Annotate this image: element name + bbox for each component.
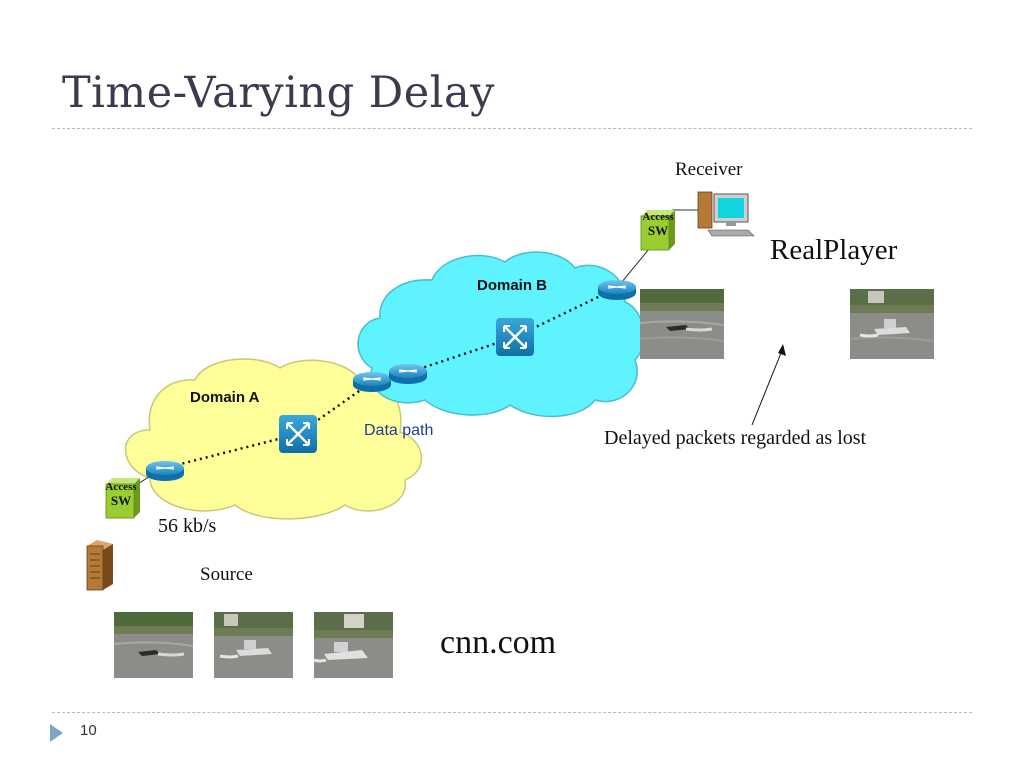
page-number: 10: [80, 722, 97, 739]
video-frame-thumbnail: [314, 612, 393, 678]
realplayer-label: RealPlayer: [770, 234, 898, 266]
router-icon: [146, 461, 184, 481]
workstation-icon: [697, 191, 755, 237]
data-path-label: Data path: [364, 422, 434, 439]
video-frame-thumbnail: [214, 612, 293, 678]
source-label: Source: [200, 564, 253, 585]
title-divider: [52, 128, 972, 129]
access-switch-label: Access SW: [637, 211, 679, 239]
optical-switch-icon: [496, 318, 534, 356]
access-switch-label-line1: Access: [642, 211, 674, 223]
footer-divider: [52, 712, 972, 713]
footer-triangle-icon: [50, 724, 63, 742]
video-frame-thumbnail: [114, 612, 193, 678]
optical-switch-icon: [279, 415, 317, 453]
video-frame-thumbnail: [640, 289, 724, 359]
router-icon: [353, 372, 391, 392]
domain-a-label: Domain A: [190, 389, 260, 406]
router-icon: [389, 364, 427, 384]
router-icon: [598, 280, 636, 300]
access-switch-label-line1: Access: [105, 481, 137, 493]
access-switch-label: Access SW: [100, 481, 142, 509]
delayed-packets-annotation: Delayed packets regarded as lost: [604, 427, 867, 449]
access-switch-label-line2: SW: [110, 493, 132, 508]
access-switch-icon: [105, 478, 140, 519]
access-switch-label-line2: SW: [647, 223, 669, 238]
receiver-label: Receiver: [675, 159, 743, 180]
site-label: cnn.com: [440, 624, 557, 661]
video-frame-thumbnail: [850, 289, 934, 359]
access-switch-icon: [640, 210, 675, 251]
slide-title: Time-Varying Delay: [62, 68, 495, 118]
rate-label: 56 kb/s: [158, 515, 217, 537]
domain-a-cloud: [124, 358, 422, 520]
domain-b-label: Domain B: [477, 277, 548, 294]
server-icon: [86, 540, 113, 591]
